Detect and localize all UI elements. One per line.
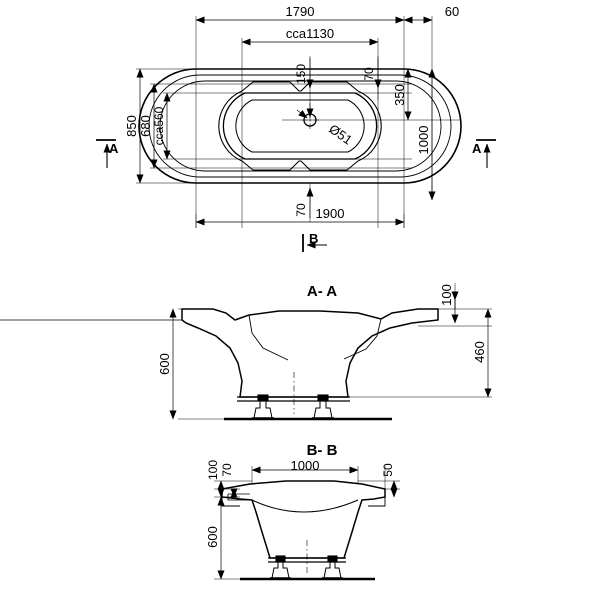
section-mark-bottom-b: B — [309, 231, 318, 246]
bath-inner-fold-left — [248, 314, 289, 361]
section-aa-dimension-lines — [169, 291, 492, 420]
dim-bottom-small: 70 — [294, 203, 308, 217]
dim-left-inner: cca560 — [152, 106, 166, 145]
section-mark-right-a: A — [472, 141, 482, 156]
basin-top-notches — [241, 81, 359, 92]
section-bb-dimension-lines — [217, 466, 398, 580]
dim-top-overall: 1790 — [286, 4, 315, 19]
section-bb-geometry — [221, 480, 386, 581]
section-mark-left-a: A — [109, 141, 119, 156]
dim-top-right-offset: 60 — [445, 4, 459, 19]
basin-floor-outline — [235, 99, 365, 153]
bath-inner-fold-right — [343, 318, 382, 360]
support-leg — [252, 394, 274, 419]
support-leg — [322, 555, 343, 579]
basin-outline — [222, 92, 378, 160]
dim-right-upper: 350 — [392, 84, 407, 106]
bath-section-aa-outline — [181, 308, 439, 398]
bath-bb-inner-curve — [251, 499, 359, 513]
dim-left-middle: 680 — [138, 115, 153, 137]
plan-view-geometry — [138, 68, 462, 184]
dim-left-outer: 850 — [124, 115, 139, 137]
dim-drop-right: 70 — [362, 67, 376, 81]
bath-section-bb-outline — [221, 480, 386, 559]
dim-drain-label: Ø51 — [326, 121, 355, 147]
dim-aa-right-top: 100 — [439, 284, 454, 306]
basin-left-curve — [218, 90, 243, 162]
dim-top-inner: cca1130 — [286, 26, 334, 41]
dim-bb-left-outer: 100 — [206, 460, 220, 480]
dim-bb-height: 600 — [205, 526, 220, 548]
bath-outer-rim — [138, 68, 462, 184]
plan-extension-lines — [136, 16, 460, 228]
dim-aa-left-height: 600 — [157, 353, 172, 375]
dim-bb-top-width: 1000 — [291, 458, 320, 473]
plan-section-marks — [96, 139, 496, 252]
dim-bb-right: 50 — [381, 463, 395, 477]
basin-bottom-notches — [241, 160, 359, 171]
dim-bb-left-inner: 70 — [220, 463, 234, 477]
dim-drop-left: 150 — [294, 64, 308, 84]
section-aa-geometry — [0, 308, 439, 421]
basin-right-curve — [357, 90, 382, 162]
dim-aa-right-height: 460 — [472, 341, 487, 363]
dim-right-overall: 1000 — [416, 126, 431, 155]
section-aa-title: A- A — [307, 283, 337, 300]
support-leg — [312, 394, 334, 419]
section-aa-extension-lines — [178, 283, 492, 420]
plan-dimension-lines — [136, 16, 436, 226]
section-bb-title: B- B — [307, 442, 338, 459]
dim-bottom-overall: 1900 — [316, 206, 345, 221]
support-leg — [270, 555, 291, 579]
